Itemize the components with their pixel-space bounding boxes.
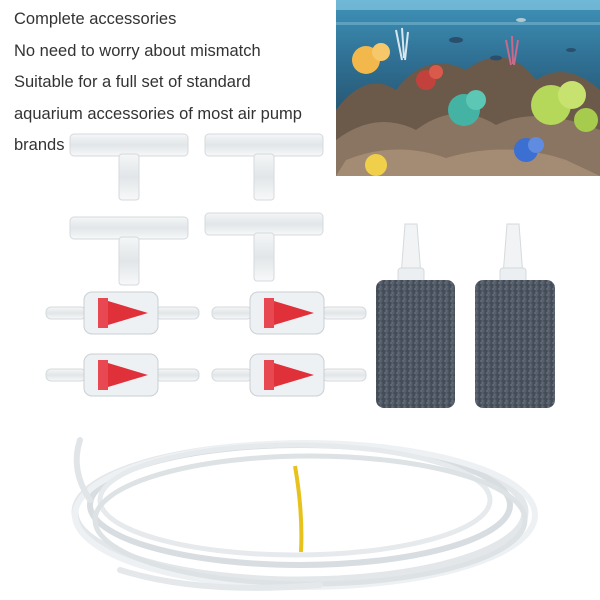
aquarium-photo	[336, 0, 600, 176]
product-description: Complete accessories No need to worry ab…	[14, 4, 334, 162]
air-stone-2	[475, 223, 555, 408]
description-line-3: Suitable for a full set of standard	[14, 73, 251, 91]
check-valve-3	[45, 353, 200, 397]
rubber-band	[293, 465, 304, 553]
description-line-4: aquarium accessories of most air pump	[14, 104, 302, 123]
air-stone-1	[376, 223, 455, 408]
check-valve-4	[211, 353, 367, 397]
t-connector-2	[204, 133, 324, 201]
air-tubing-coil	[71, 437, 538, 591]
coral-cluster	[352, 27, 598, 176]
check-valve-1	[45, 291, 200, 335]
check-valve-2	[211, 291, 367, 335]
description-line-5: brands	[14, 136, 65, 154]
description-line-1: Complete accessories	[14, 10, 177, 28]
description-line-2: No need to worry about mismatch	[14, 41, 261, 60]
t-connector-1	[69, 133, 189, 201]
t-connector-3	[69, 216, 189, 286]
t-connector-4	[204, 212, 324, 282]
